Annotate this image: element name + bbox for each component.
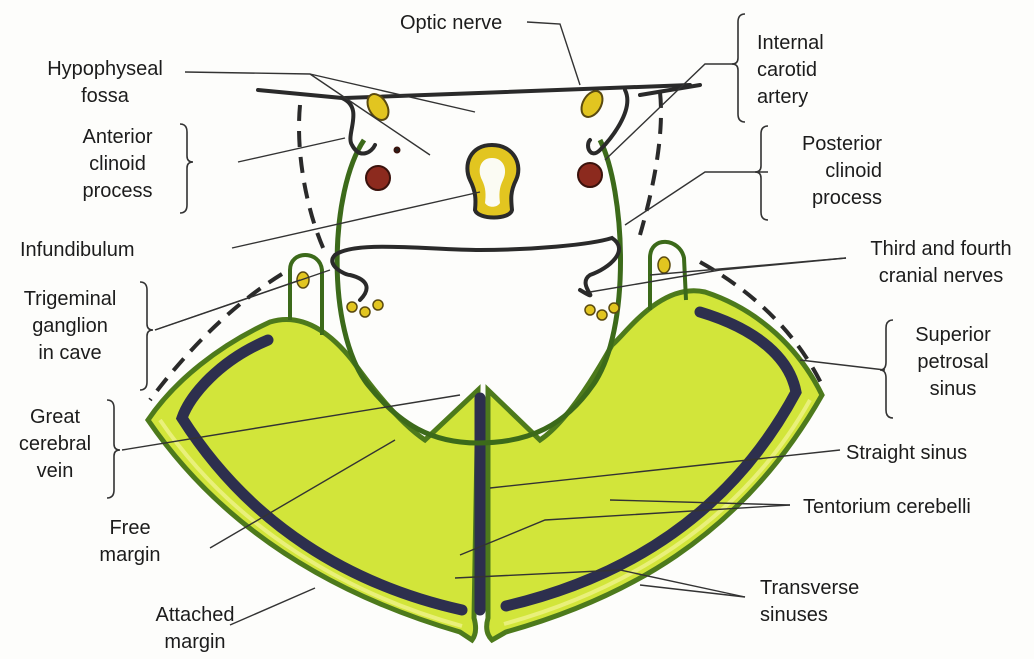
label-tentorium-cerebelli: Tentorium cerebelli xyxy=(803,494,971,521)
label-line: carotid xyxy=(757,57,824,84)
label-great-cerebral-vein: Great cerebral vein xyxy=(0,404,110,485)
label-line: Great xyxy=(0,404,110,431)
label-free-margin: Free margin xyxy=(80,515,180,569)
label-attached-margin: Attached margin xyxy=(140,602,250,656)
label-line: Posterior xyxy=(770,131,882,158)
label-line: Transverse xyxy=(760,575,859,602)
label-superior-petrosal-sinus: Superior petrosal sinus xyxy=(898,322,1008,403)
label-third-fourth-cranial-nerves: Third and fourth cranial nerves xyxy=(856,236,1026,290)
label-line: margin xyxy=(80,542,180,569)
label-line: cerebral xyxy=(0,431,110,458)
nerve-loops xyxy=(290,242,686,335)
label-line: margin xyxy=(140,629,250,656)
label-transverse-sinuses: Transverse sinuses xyxy=(760,575,859,629)
label-line: vein xyxy=(0,458,110,485)
label-line: Internal xyxy=(757,30,824,57)
label-line: Superior xyxy=(898,322,1008,349)
label-line: Hypophyseal xyxy=(30,56,180,83)
label-line: clinoid xyxy=(770,158,882,185)
label-line: artery xyxy=(757,84,824,111)
label-trigeminal-ganglion: Trigeminal ganglion in cave xyxy=(8,286,132,367)
label-line: Trigeminal xyxy=(8,286,132,313)
label-line: cranial nerves xyxy=(856,263,1026,290)
label-line: petrosal xyxy=(898,349,1008,376)
label-line: sinus xyxy=(898,376,1008,403)
label-internal-carotid-artery: Internal carotid artery xyxy=(757,30,824,111)
label-line: Third and fourth xyxy=(856,236,1026,263)
label-hypophyseal-fossa: Hypophyseal fossa xyxy=(30,56,180,110)
label-line: Free xyxy=(80,515,180,542)
label-line: clinoid xyxy=(60,151,175,178)
label-straight-sinus: Straight sinus xyxy=(846,440,967,467)
label-optic-nerve: Optic nerve xyxy=(400,10,502,37)
label-line: in cave xyxy=(8,340,132,367)
infundibulum-shape xyxy=(467,145,518,218)
label-line: Anterior xyxy=(60,124,175,151)
label-line: Attached xyxy=(140,602,250,629)
label-anterior-clinoid-process: Anterior clinoid process xyxy=(60,124,175,205)
label-line: sinuses xyxy=(760,602,859,629)
label-line: ganglion xyxy=(8,313,132,340)
label-line: process xyxy=(770,185,882,212)
label-line: process xyxy=(60,178,175,205)
label-line: fossa xyxy=(30,83,180,110)
label-infundibulum: Infundibulum xyxy=(20,237,135,264)
label-posterior-clinoid-process: Posterior clinoid process xyxy=(770,131,882,212)
